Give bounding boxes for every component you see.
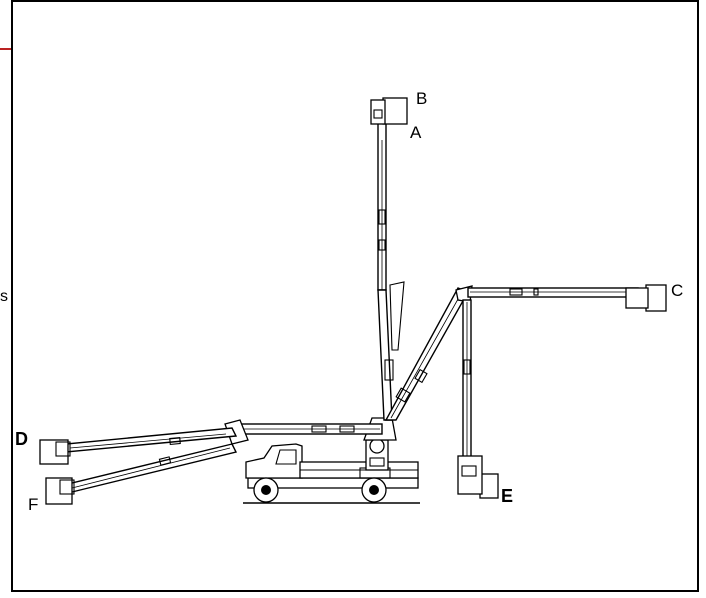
bucket-c: [645, 284, 667, 312]
label-c: C: [671, 281, 683, 300]
boom-position-e: [457, 299, 499, 499]
bucket-d: [39, 439, 69, 465]
label-d: D: [15, 429, 28, 449]
cropped-edge-letter: s: [0, 288, 8, 305]
boom-position-ab: [370, 97, 408, 421]
label-b: B: [416, 89, 427, 108]
bucket-e: [479, 473, 499, 499]
bucket-f: [45, 477, 73, 505]
boom-position-c: [384, 284, 667, 421]
truck: [245, 443, 419, 503]
bucket-a: [382, 97, 408, 125]
diagram-frame: [11, 0, 699, 592]
boom-position-f: [45, 443, 238, 505]
boom-position-d: [39, 419, 383, 465]
label-a: A: [410, 123, 422, 142]
label-f: F: [28, 495, 38, 514]
label-e: E: [501, 486, 513, 506]
